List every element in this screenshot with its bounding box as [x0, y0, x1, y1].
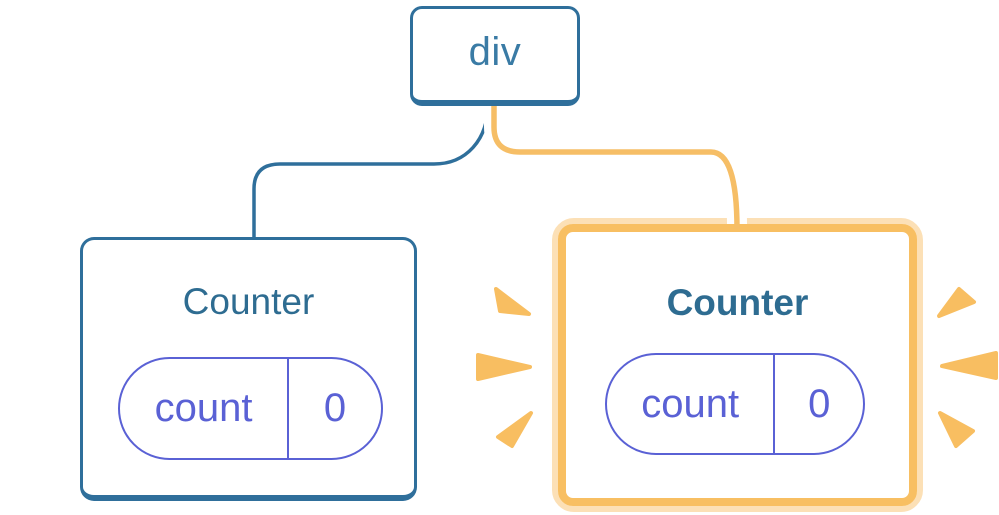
state-value-right: 0 — [808, 381, 831, 426]
spark-icon — [476, 353, 532, 381]
sparks-left-faded-group — [1, 292, 58, 448]
spark-icon — [940, 351, 998, 380]
spark-icon — [21, 292, 56, 320]
state-key-right: count — [607, 355, 776, 453]
sparks-right-right-group — [937, 287, 998, 448]
state-pill-right: count 0 — [605, 353, 865, 455]
spark-icon — [938, 411, 975, 448]
connector-right-line — [491, 106, 740, 230]
sparks-right-left-group — [476, 287, 533, 448]
connector-left-line — [252, 103, 490, 239]
state-value-left: 0 — [323, 386, 347, 430]
root-div-node: div — [410, 6, 580, 106]
spark-icon — [494, 287, 531, 316]
state-key-left: count — [120, 359, 290, 458]
counter-card-right: Counter count 0 — [552, 218, 923, 512]
state-pill-left: count 0 — [118, 357, 383, 460]
counter-card-left: Counter count 0 — [80, 237, 417, 501]
spark-icon — [496, 411, 533, 448]
connector-right-casing — [484, 106, 747, 225]
root-div-label: div — [468, 30, 522, 74]
spark-icon — [1, 355, 58, 382]
counter-title-right: Counter — [666, 282, 809, 323]
spark-icon — [21, 412, 58, 448]
counter-title-left: Counter — [182, 281, 315, 322]
spark-icon — [937, 287, 976, 318]
